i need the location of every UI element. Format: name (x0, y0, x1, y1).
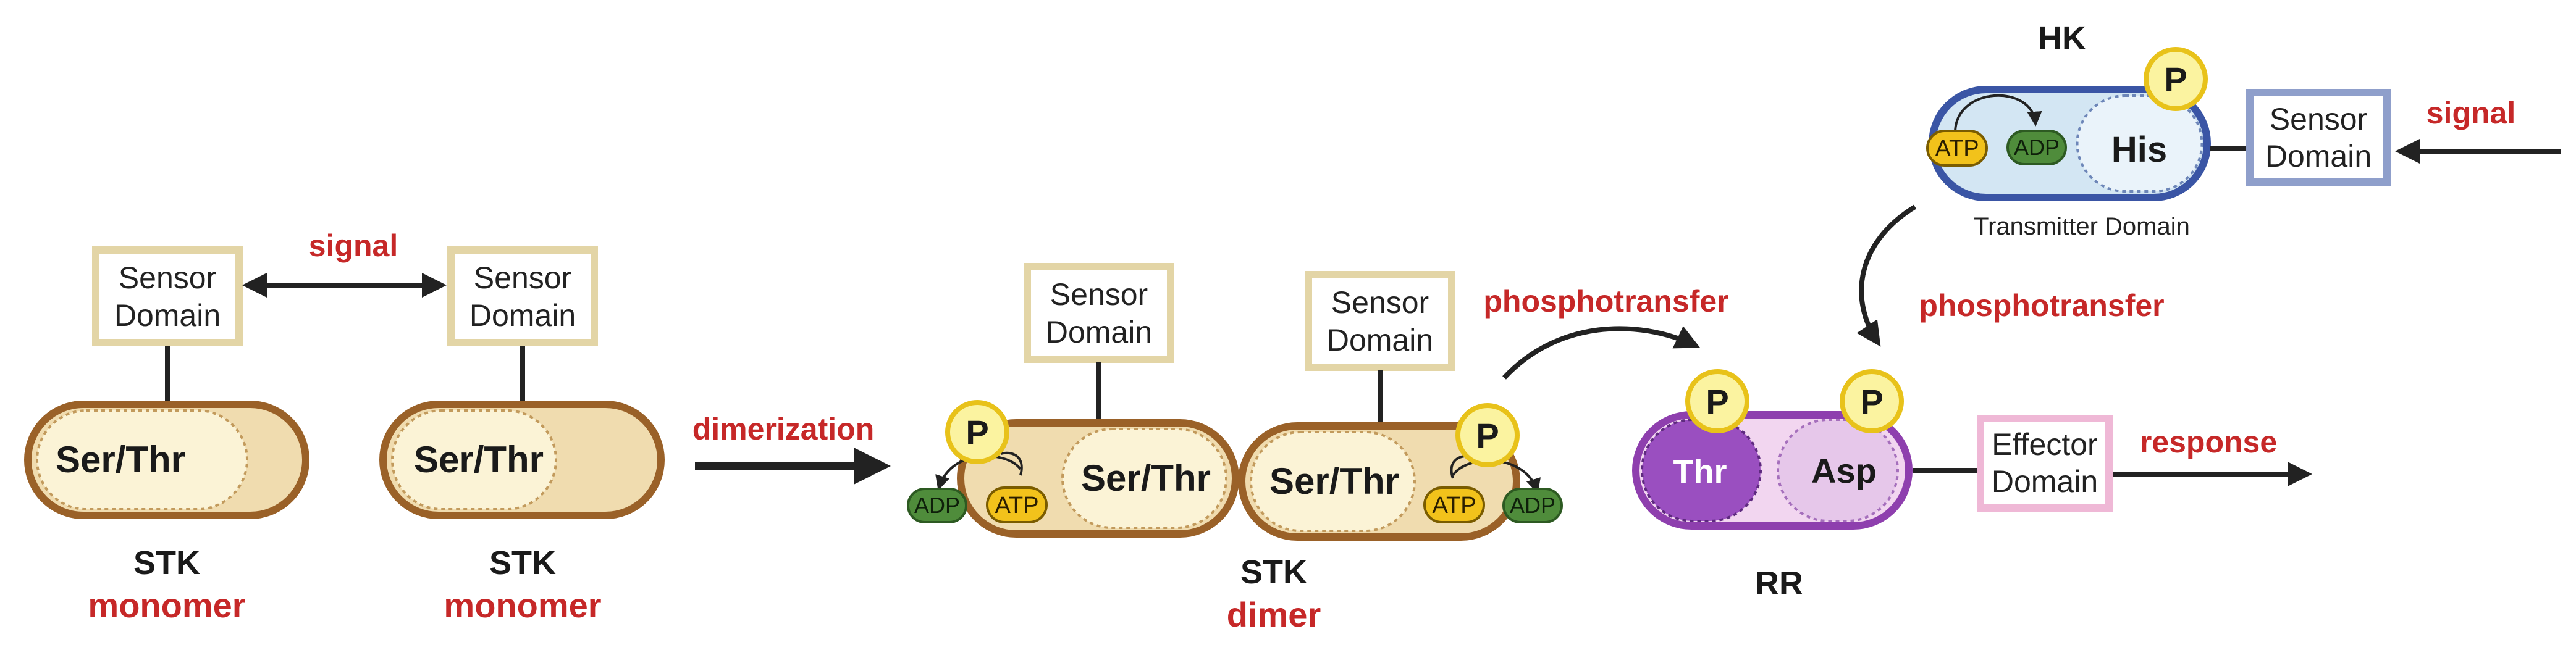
signal-label: signal (309, 228, 398, 263)
rr-name: RR (1755, 565, 1803, 602)
effector-domain-box (1977, 415, 2113, 512)
response-label: response (2140, 425, 2277, 459)
signal-arrow-stk: signal (242, 228, 447, 298)
hk-sensor-label-line2: Domain (2265, 139, 2372, 173)
hk-sensor-domain-box (2246, 89, 2391, 186)
atp-label-right: ATP (1432, 493, 1476, 519)
adp-label-left: ADP (914, 493, 960, 518)
phospho-label-asp: P (1860, 382, 1883, 421)
atp-badge-left (986, 486, 1048, 523)
asp-domain (1777, 419, 1899, 522)
kinase-domain (36, 409, 248, 510)
effector-label-line2: Domain (1992, 464, 2098, 499)
kinase-domain (391, 409, 557, 510)
transmitter-domain-label: Transmitter Domain (1974, 213, 2190, 240)
kinase-label: Ser/Thr (414, 439, 544, 480)
adp-label-right: ADP (1510, 493, 1555, 518)
sensor-domain-label-line2: Domain (1046, 315, 1152, 349)
atp-to-p-curve-left (1000, 451, 1023, 476)
adp-label: ADP (2014, 135, 2060, 160)
stk-monomer-1: Sensor Domain Ser/Thr STK monomer (24, 246, 309, 625)
phospho-label-right: P (1476, 416, 1499, 455)
sensor-domain-box (447, 246, 598, 346)
sensor-domain-label-line2: Domain (1327, 323, 1433, 357)
atp-label: ATP (1935, 136, 1979, 162)
thr-domain (1641, 419, 1762, 522)
response-regulator: Thr Asp P P RR Effector Domain response (1632, 369, 2312, 602)
phosphotransfer-label-1: phosphotransfer (1483, 284, 1728, 319)
phosphotransfer-arrow-2: phosphotransfer (1856, 204, 2165, 347)
atp-badge (1926, 130, 1988, 167)
sensor-domain-label-line2: Domain (114, 298, 221, 333)
adp-badge-right (1502, 488, 1563, 523)
dimerization-arrow: dimerization (692, 412, 891, 485)
sensor-domain-box-right (1305, 271, 1455, 371)
stk-dimer: Sensor Domain Ser/Thr ADP ATP P Sensor D… (907, 263, 1563, 634)
curved-arrow (1856, 204, 1917, 347)
sensor-domain-label-line1: Sensor (1331, 285, 1429, 320)
stk-state: monomer (444, 586, 601, 625)
stk-name: STK (133, 544, 200, 581)
his-label: His (2111, 130, 2167, 170)
phospho-circle-right (1455, 403, 1520, 467)
stk-dimer-state: dimer (1227, 595, 1321, 634)
stk-monomer-2: Sensor Domain Ser/Thr STK monomer (379, 246, 665, 625)
phosphotransfer-arrow-1: phosphotransfer (1483, 284, 1729, 380)
curved-arrow (1502, 326, 1701, 380)
sensor-domain-label-line2: Domain (469, 298, 576, 333)
adp-badge (2006, 130, 2067, 165)
phospho-circle-thr (1685, 369, 1749, 433)
kinase-domain-right (1250, 431, 1416, 532)
kinase-label-right: Ser/Thr (1269, 460, 1399, 502)
adp-badge-left (907, 488, 967, 523)
phospho-label-left: P (966, 413, 988, 452)
hk-sensor-label-line1: Sensor (2270, 102, 2367, 136)
kinase-label: Ser/Thr (56, 439, 185, 480)
hk-name: HK (2038, 20, 2086, 57)
thr-label: Thr (1673, 453, 1727, 490)
phospho-label: P (2164, 60, 2187, 99)
his-domain (2076, 94, 2203, 193)
sensor-domain-label-line1: Sensor (1050, 277, 1148, 312)
phospho-circle (2144, 47, 2208, 111)
sensor-domain-label-line1: Sensor (474, 260, 571, 295)
stk-state: monomer (88, 586, 245, 625)
atp-badge-right (1423, 486, 1485, 523)
asp-label: Asp (1811, 451, 1877, 490)
sensor-domain-label-line1: Sensor (119, 260, 216, 295)
sensor-domain-box-left (1024, 263, 1174, 363)
hk-signal-label: signal (2427, 96, 2515, 130)
atp-label-left: ATP (995, 493, 1038, 519)
histidine-kinase: HK His ATP ADP P Transmitter Domain Sens… (1926, 20, 2561, 240)
phosphotransfer-label-2: phosphotransfer (1919, 288, 2164, 323)
kinase-label-left: Ser/Thr (1081, 457, 1211, 499)
phospho-label-thr: P (1706, 382, 1728, 421)
dimerization-label: dimerization (692, 412, 874, 446)
sensor-domain-box (92, 246, 243, 346)
effector-label-line1: Effector (1992, 427, 2097, 462)
kinase-domain-left (1061, 428, 1227, 529)
atp-adp-arrow (1954, 94, 2042, 133)
stk-name: STK (489, 544, 556, 581)
phospho-circle-left (945, 400, 1009, 464)
stk-dimer-name: STK (1240, 554, 1307, 591)
phospho-circle-asp (1840, 369, 1904, 433)
